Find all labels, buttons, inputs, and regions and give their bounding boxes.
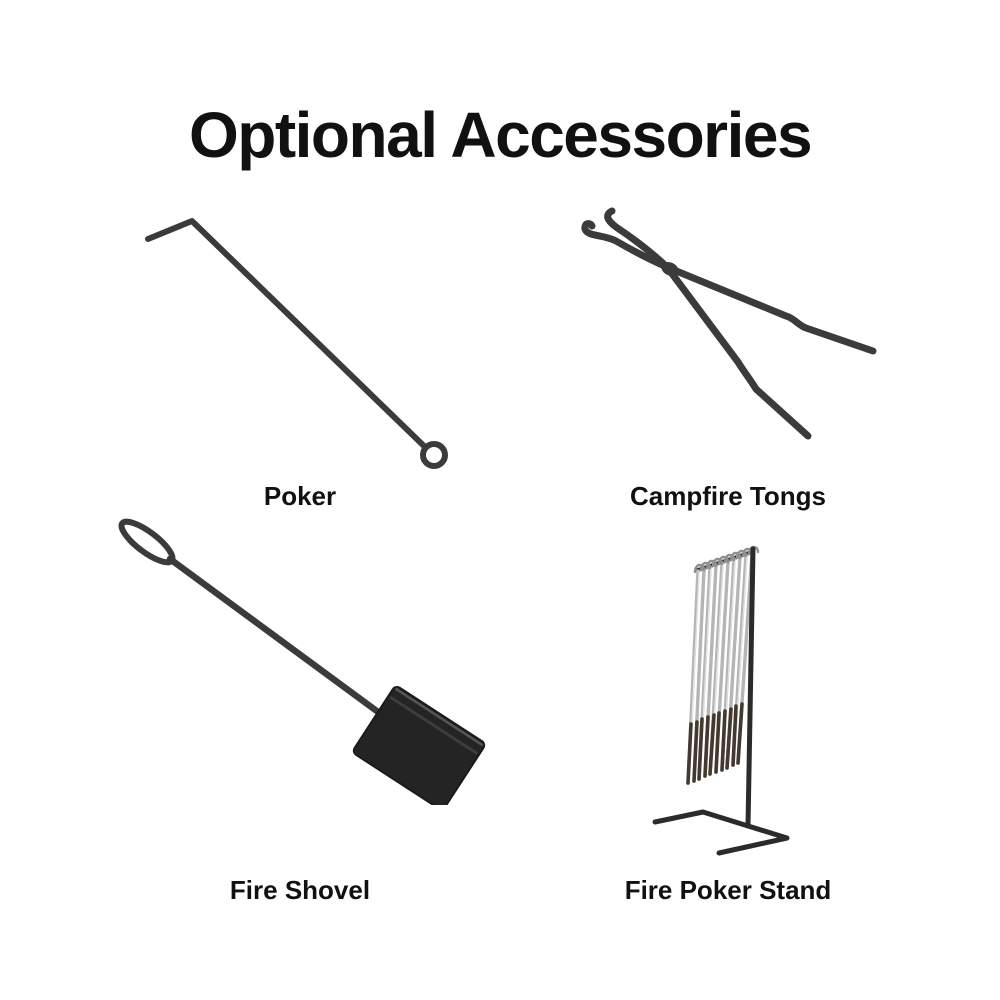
product-card-fire-shovel: Fire Shovel bbox=[105, 515, 495, 905]
product-card-campfire-tongs: Campfire Tongs bbox=[550, 205, 906, 511]
product-card-poker: Poker bbox=[120, 205, 480, 511]
campfire-tongs-icon bbox=[581, 207, 877, 440]
fire-shovel-icon bbox=[118, 518, 486, 805]
fire-poker-stand-icon bbox=[652, 545, 790, 856]
product-label-fire-poker-stand: Fire Poker Stand bbox=[624, 875, 832, 905]
product-label-poker: Poker bbox=[263, 481, 337, 511]
page-title: Optional Accessories bbox=[188, 99, 813, 171]
product-label-campfire-tongs: Campfire Tongs bbox=[630, 481, 826, 511]
product-label-fire-shovel: Fire Shovel bbox=[229, 875, 371, 905]
product-card-fire-poker-stand: Fire Poker Stand bbox=[550, 515, 906, 905]
poker-icon bbox=[145, 218, 448, 469]
